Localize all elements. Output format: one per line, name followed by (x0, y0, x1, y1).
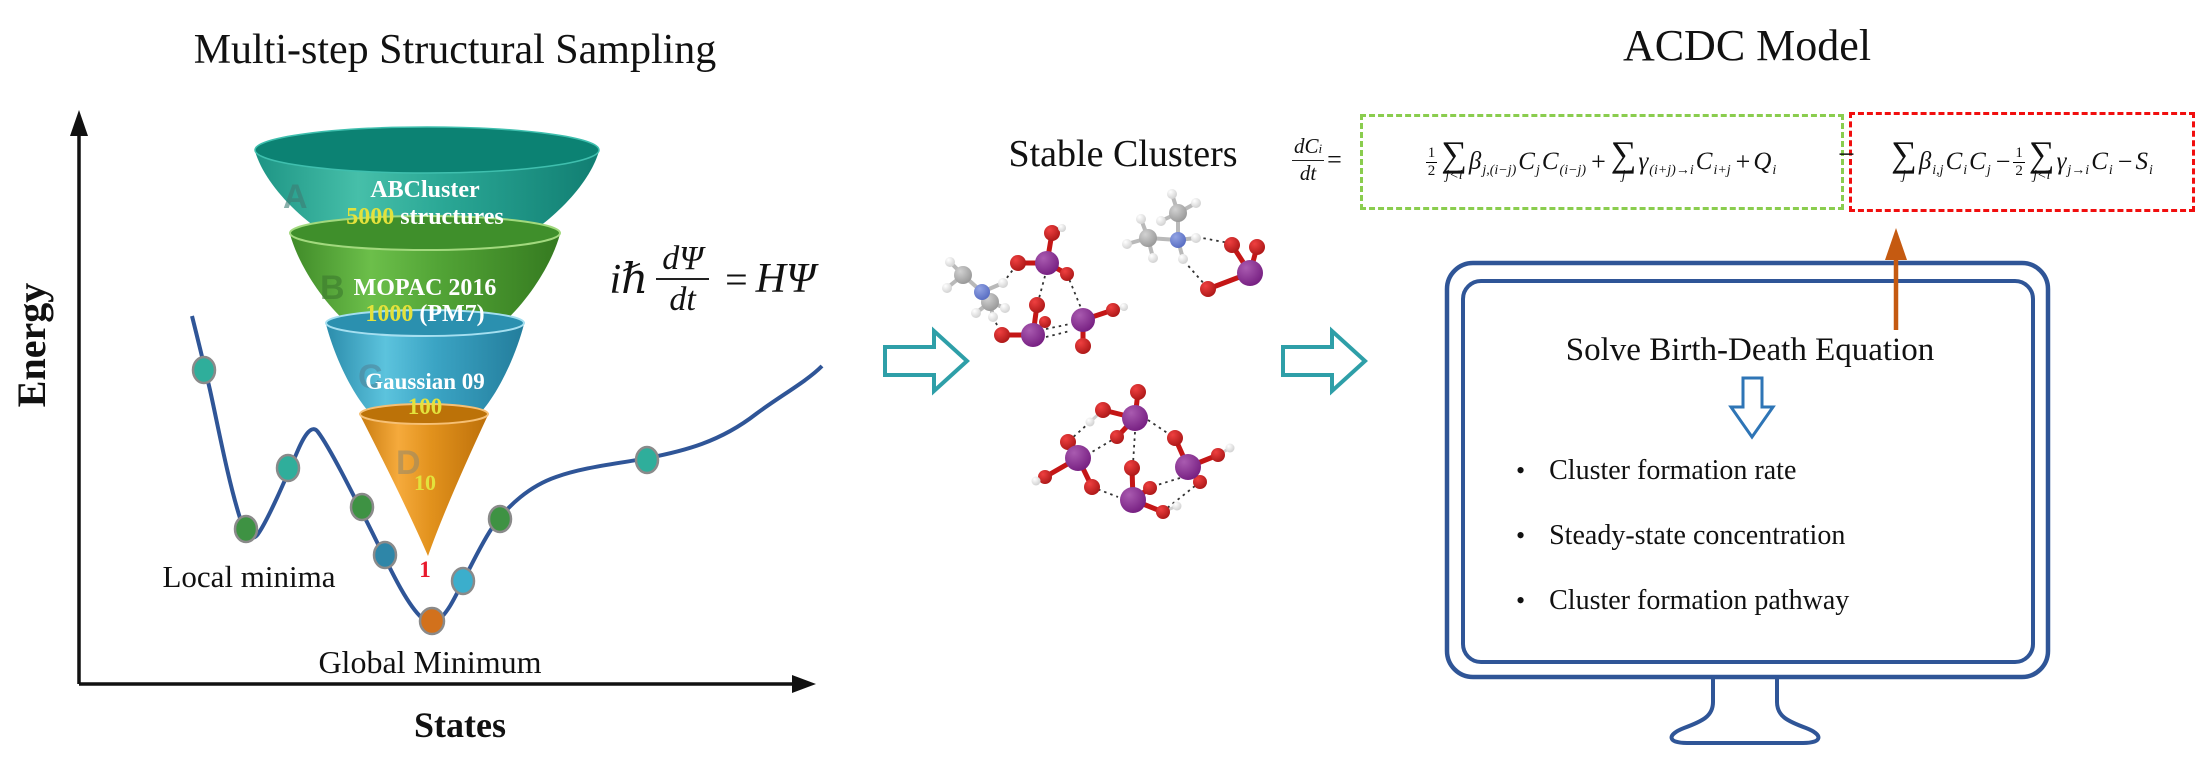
funnel-a-count-number: 5000 (346, 204, 395, 230)
up-arrow-icon (1885, 228, 1907, 330)
funnel-letter-c: C (358, 358, 383, 396)
schrodinger-fraction: dΨ dt (656, 239, 710, 319)
marker-dot-teal (634, 445, 660, 475)
bullet-dot (1516, 520, 1525, 552)
down-arrow-icon (1728, 376, 1776, 440)
funnel-d-count: 10 (414, 470, 436, 495)
marker-dot-green (349, 492, 375, 522)
schrodinger-numerator: dΨ (656, 239, 710, 280)
bullet-item: Cluster formation pathway (1516, 585, 2016, 617)
sampling-funnel: A B C D (254, 126, 600, 556)
bullet-text: Cluster formation pathway (1549, 585, 1850, 616)
schrodinger-prefix: iℏ (609, 257, 649, 303)
global-minimum-label: Global Minimum (318, 644, 542, 680)
bullet-dot (1516, 455, 1525, 487)
funnel-letter-a: A (283, 178, 308, 216)
plot-axes (70, 110, 816, 693)
bd-lhs-denominator: dt (1299, 160, 1317, 185)
birth-death-equation-lhs: dCi dt = (1292, 118, 1345, 202)
funnel-c-count: 100 (407, 394, 443, 419)
middle-panel-title: Stable Clusters (1008, 133, 1238, 175)
funnel-b-name: MOPAC 2016 (353, 275, 497, 301)
funnel-c-name: Gaussian 09 (365, 369, 485, 394)
marker-dot-teal (275, 453, 301, 483)
local-minima-label: Local minima (162, 559, 336, 594)
flow-arrow-left (883, 326, 970, 396)
bullet-text: Cluster formation rate (1549, 455, 1797, 486)
molecular-cluster-bottom (1031, 384, 1235, 519)
equation-minus: − (1838, 138, 1855, 171)
bd-lhs-numerator: dCi (1292, 134, 1325, 161)
bullet-item: Cluster formation rate (1516, 455, 2016, 487)
monitor-stand (1669, 679, 1821, 745)
computer-monitor (1444, 260, 2051, 745)
minima-markers (191, 355, 660, 636)
flow-arrows (883, 326, 1368, 396)
funnel-b-count: 1000 (PM7) (275, 301, 575, 328)
marker-dot-cyan (450, 566, 476, 596)
left-panel-title: Multi-step Structural Sampling (193, 27, 717, 73)
marker-dot-teal (191, 355, 217, 385)
funnel-layer-d (359, 403, 489, 556)
x-axis-label: States (414, 705, 506, 745)
bullet-item: Steady-state concentration (1516, 520, 2016, 552)
monitor-heading: Solve Birth-Death Equation (1565, 332, 1935, 368)
y-axis-label: Energy (9, 282, 54, 408)
bullet-dot (1516, 585, 1525, 617)
funnel-b-count-number: 1000 (365, 301, 414, 327)
funnel-b-count-suffix: (PM7) (413, 301, 485, 327)
funnel-a-count: 5000 structures (275, 204, 575, 231)
schrodinger-rhs: HΨ (755, 256, 816, 302)
marker-dot-steelblue (372, 540, 398, 570)
schrodinger-equation: iℏ dΨ dt = HΨ (590, 232, 835, 326)
funnel-a-count-suffix: structures (394, 204, 504, 230)
funnel-layer-c (325, 309, 525, 428)
schrodinger-denominator: dt (669, 281, 696, 318)
funnel-tip-count: 1 (419, 557, 431, 582)
schrodinger-equals: = (725, 256, 748, 302)
molecular-cluster-right (1122, 189, 1265, 297)
flow-arrow-right (1281, 326, 1368, 396)
marker-dot-orange (418, 606, 446, 636)
funnel-a-name: ABCluster (370, 177, 480, 203)
funnel-letter-d: D (396, 444, 421, 482)
bd-equals: = (1327, 145, 1342, 174)
funnel-letter-b: B (320, 269, 345, 307)
marker-dot-green (233, 514, 259, 544)
molecular-cluster-left (942, 224, 1128, 354)
bullet-text: Steady-state concentration (1549, 520, 1846, 551)
marker-dot-green (487, 504, 513, 534)
right-panel-title: ACDC Model (1622, 21, 1872, 70)
